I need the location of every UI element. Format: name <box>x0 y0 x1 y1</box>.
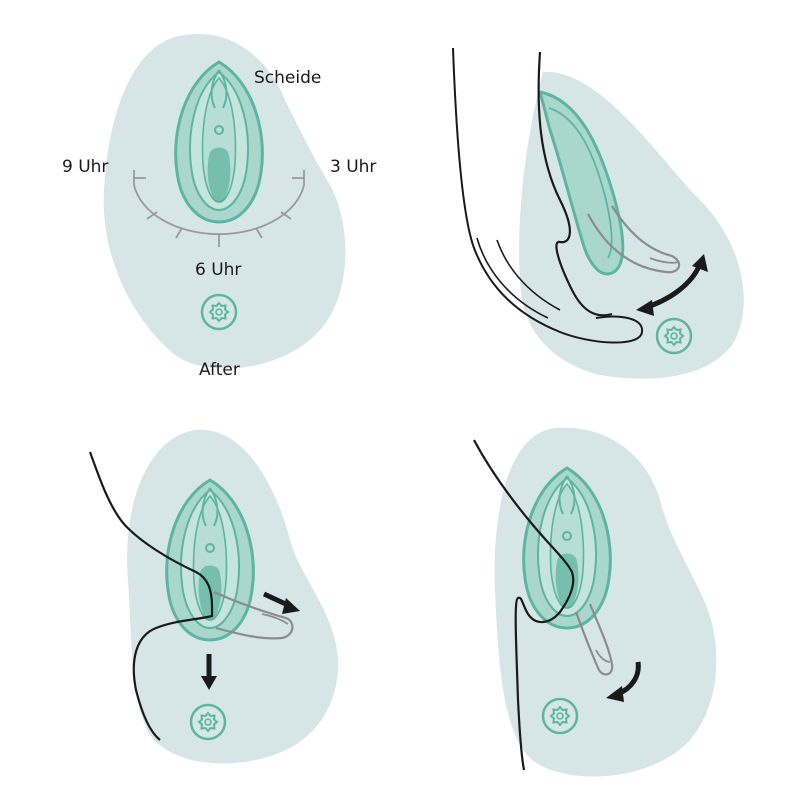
anus-icon-3 <box>189 703 227 741</box>
anus-icon-4 <box>541 697 579 735</box>
finger-3 <box>213 590 294 640</box>
step-finger-hook-sweep <box>473 427 717 777</box>
anus-icon <box>200 293 238 331</box>
three-oclock-label: 3 Uhr <box>330 157 377 177</box>
skin-area-4 <box>494 427 717 777</box>
hand-outline-3 <box>88 451 214 741</box>
hand-outline-4 <box>473 439 575 771</box>
vagina-label: Scheide <box>254 68 322 88</box>
step-finger-insert-sweep <box>452 47 744 379</box>
step-finger-press-down <box>88 429 339 764</box>
anus-icon-side <box>655 317 693 355</box>
hand-outline <box>452 47 644 344</box>
finger-4 <box>574 603 614 676</box>
six-oclock-label: 6 Uhr <box>195 260 242 280</box>
vulva-side-view <box>537 90 625 276</box>
clock-arc <box>133 170 305 247</box>
overview-clock-diagram <box>103 33 346 369</box>
finger-inserted <box>587 205 681 274</box>
anus-label: After <box>199 360 240 380</box>
nine-oclock-label: 9 Uhr <box>62 157 109 177</box>
